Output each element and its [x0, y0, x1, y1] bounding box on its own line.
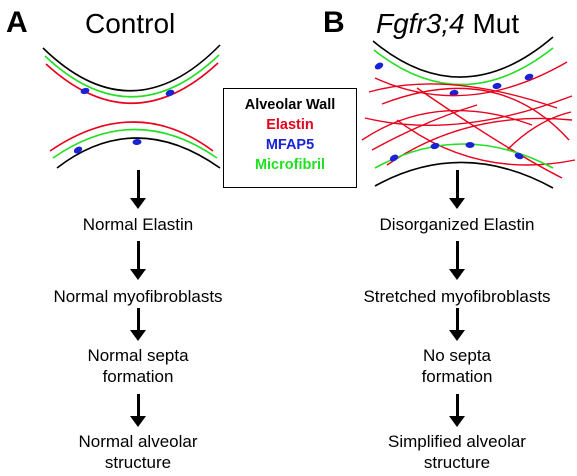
mutant-lower-mfap5-dot: [430, 142, 440, 150]
panel-b-title-gene: Fgfr3;4: [376, 8, 465, 39]
control-upper-microfibril: [44, 54, 220, 98]
mutant-lower-mfap5-dot: [514, 152, 524, 160]
control-upper-mfap5-dot: [165, 89, 175, 97]
mutant-lower-mfap5-dot: [465, 142, 475, 148]
control-arrow-3: [130, 308, 146, 341]
control-alveolar-illustration: [42, 44, 221, 169]
mutant-arrow-4: [449, 394, 465, 427]
control-lower-mfap5-dot: [73, 146, 83, 154]
legend-item-microfibril: Microfibril: [254, 157, 326, 173]
mutant-lower-wall: [374, 161, 554, 189]
mutant-arrow-1: [449, 170, 465, 209]
control-step-2: Normal myofibroblasts: [53, 287, 223, 306]
mutant-lower-mfap5-dot: [389, 154, 399, 162]
control-lower-mfap5-dot: [132, 138, 142, 146]
mutant-upper-mfap5-dot: [492, 82, 502, 90]
control-arrow-2: [130, 241, 146, 280]
mutant-upper-mfap5-dot: [374, 62, 384, 70]
mutant-step-2: Stretched myofibroblasts: [363, 287, 551, 306]
control-arrow-4: [130, 394, 146, 427]
mutant-upper-mfap5-dot: [449, 89, 459, 97]
mutant-arrow-3: [449, 308, 465, 341]
mutant-upper-wall: [372, 36, 554, 78]
panel-a-letter: A: [6, 6, 28, 39]
mutant-step-1: Disorganized Elastin: [379, 215, 535, 234]
control-arrow-1: [130, 170, 146, 209]
mutant-disorganized-elastin: [361, 61, 576, 179]
legend-item-alveolar-wall: Alveolar Wall: [244, 97, 336, 113]
legend-item-elastin: Elastin: [266, 117, 314, 133]
control-step-1: Normal Elastin: [82, 215, 194, 234]
legend-item-mfap5: MFAP5: [265, 137, 315, 153]
mutant-upper-mfap5-dot: [524, 73, 534, 81]
control-upper-mfap5-dot: [80, 87, 90, 95]
control-lower-microfibril: [52, 128, 218, 159]
legend: Alveolar Wall Elastin MFAP5 Microfibril: [223, 88, 357, 188]
control-upper-wall: [42, 44, 221, 92]
panel-b-title-suffix: Mut: [464, 8, 520, 39]
panel-b-title: Fgfr3;4 Mut: [376, 10, 519, 38]
control-lower-wall: [56, 137, 221, 169]
mutant-upper-microfibril: [373, 47, 554, 86]
mutant-alveolar-illustration: [361, 36, 576, 189]
mutant-arrow-2: [449, 241, 465, 280]
panel-b-letter: B: [323, 6, 345, 39]
panel-a-title: Control: [85, 8, 176, 39]
control-upper-elastin: [45, 62, 219, 104]
control-lower-elastin: [49, 121, 214, 152]
